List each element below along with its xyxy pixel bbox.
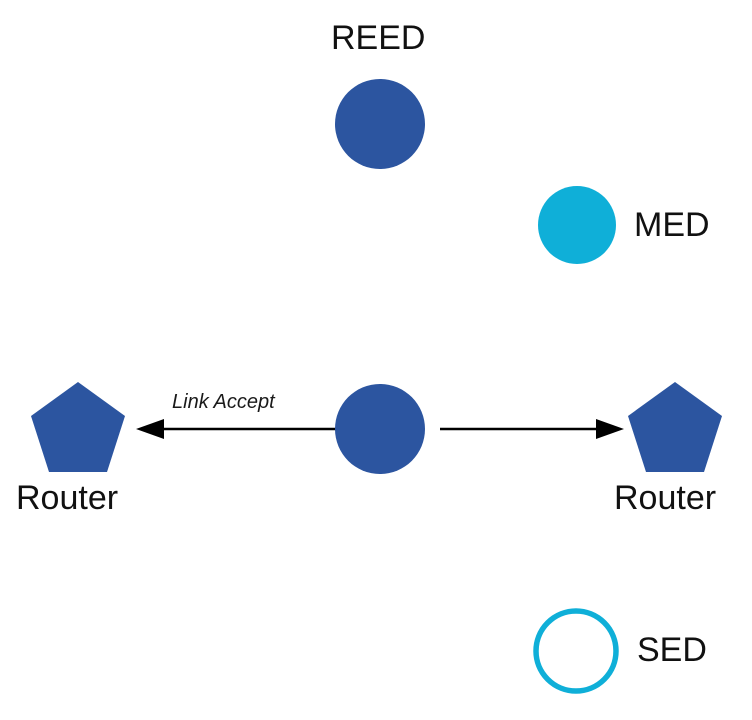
- med-node-circle-icon[interactable]: [537, 185, 617, 265]
- link-arrow-right[interactable]: [440, 416, 628, 442]
- router-left-pentagon-icon[interactable]: [29, 380, 127, 475]
- sed-label: SED: [637, 631, 707, 669]
- med-label: MED: [634, 206, 710, 244]
- sed-node-circle-outline-icon[interactable]: [532, 607, 620, 695]
- reed-node-circle-icon[interactable]: [334, 78, 426, 170]
- leader-node-circle-icon[interactable]: [334, 383, 426, 475]
- router-left-label: Router: [16, 479, 119, 517]
- link-accept-arrow-left[interactable]: [132, 416, 337, 442]
- link-accept-edge-label: Link Accept: [172, 391, 275, 413]
- router-right-pentagon-icon[interactable]: [626, 380, 724, 475]
- router-right-label: Router: [614, 479, 717, 517]
- reed-label: REED: [331, 19, 426, 57]
